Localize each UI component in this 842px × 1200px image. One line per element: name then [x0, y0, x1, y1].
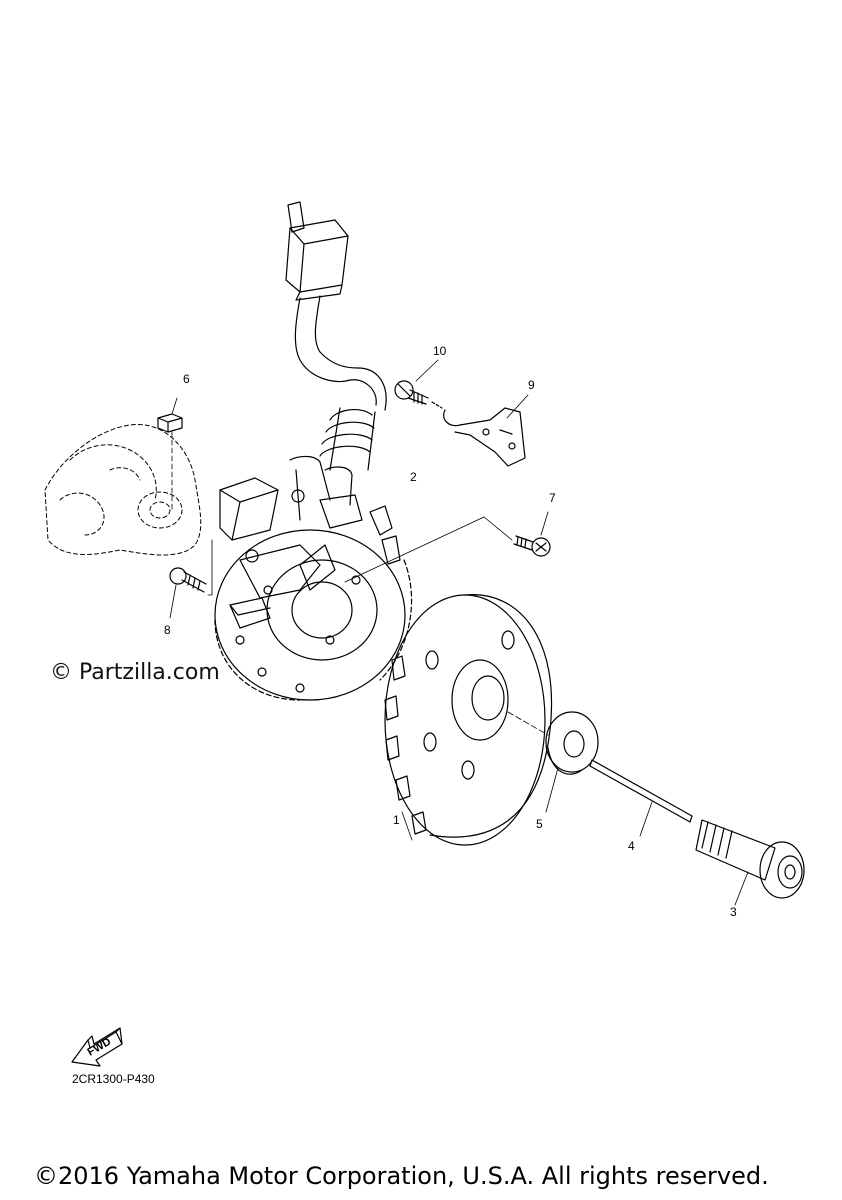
copyright-notice: ©2016 Yamaha Motor Corporation, U.S.A. A…: [34, 1162, 769, 1190]
callout-7: 7: [549, 491, 556, 505]
callout-1: 1: [393, 813, 400, 827]
watermark-text: © Partzilla.com: [50, 660, 220, 685]
callout-6: 6: [183, 372, 190, 386]
part-8-screw: [169, 539, 213, 619]
part-5-washer: [545, 711, 599, 813]
part-4-key: [589, 759, 693, 837]
callout-2: 2: [410, 470, 417, 484]
part-10-screw: [394, 359, 443, 409]
callout-9: 9: [528, 378, 535, 392]
fwd-arrow-icon: [71, 1027, 123, 1067]
diagram-code: 2CR1300-P430: [72, 1072, 155, 1086]
callout-4: 4: [628, 839, 635, 853]
wire-harness: [285, 201, 387, 471]
part-1-rotor: [384, 594, 553, 846]
part-3-bolt: [695, 819, 805, 906]
part-7-screw: [344, 511, 551, 583]
callout-10: 10: [433, 344, 447, 358]
part-2-stator: [214, 455, 413, 701]
crankcase-ghost: [44, 423, 202, 556]
part-9-clamp: [443, 394, 529, 467]
part-6-key: [157, 397, 183, 511]
callout-8: 8: [164, 623, 171, 637]
callout-5: 5: [536, 817, 543, 831]
callout-3: 3: [730, 905, 737, 919]
